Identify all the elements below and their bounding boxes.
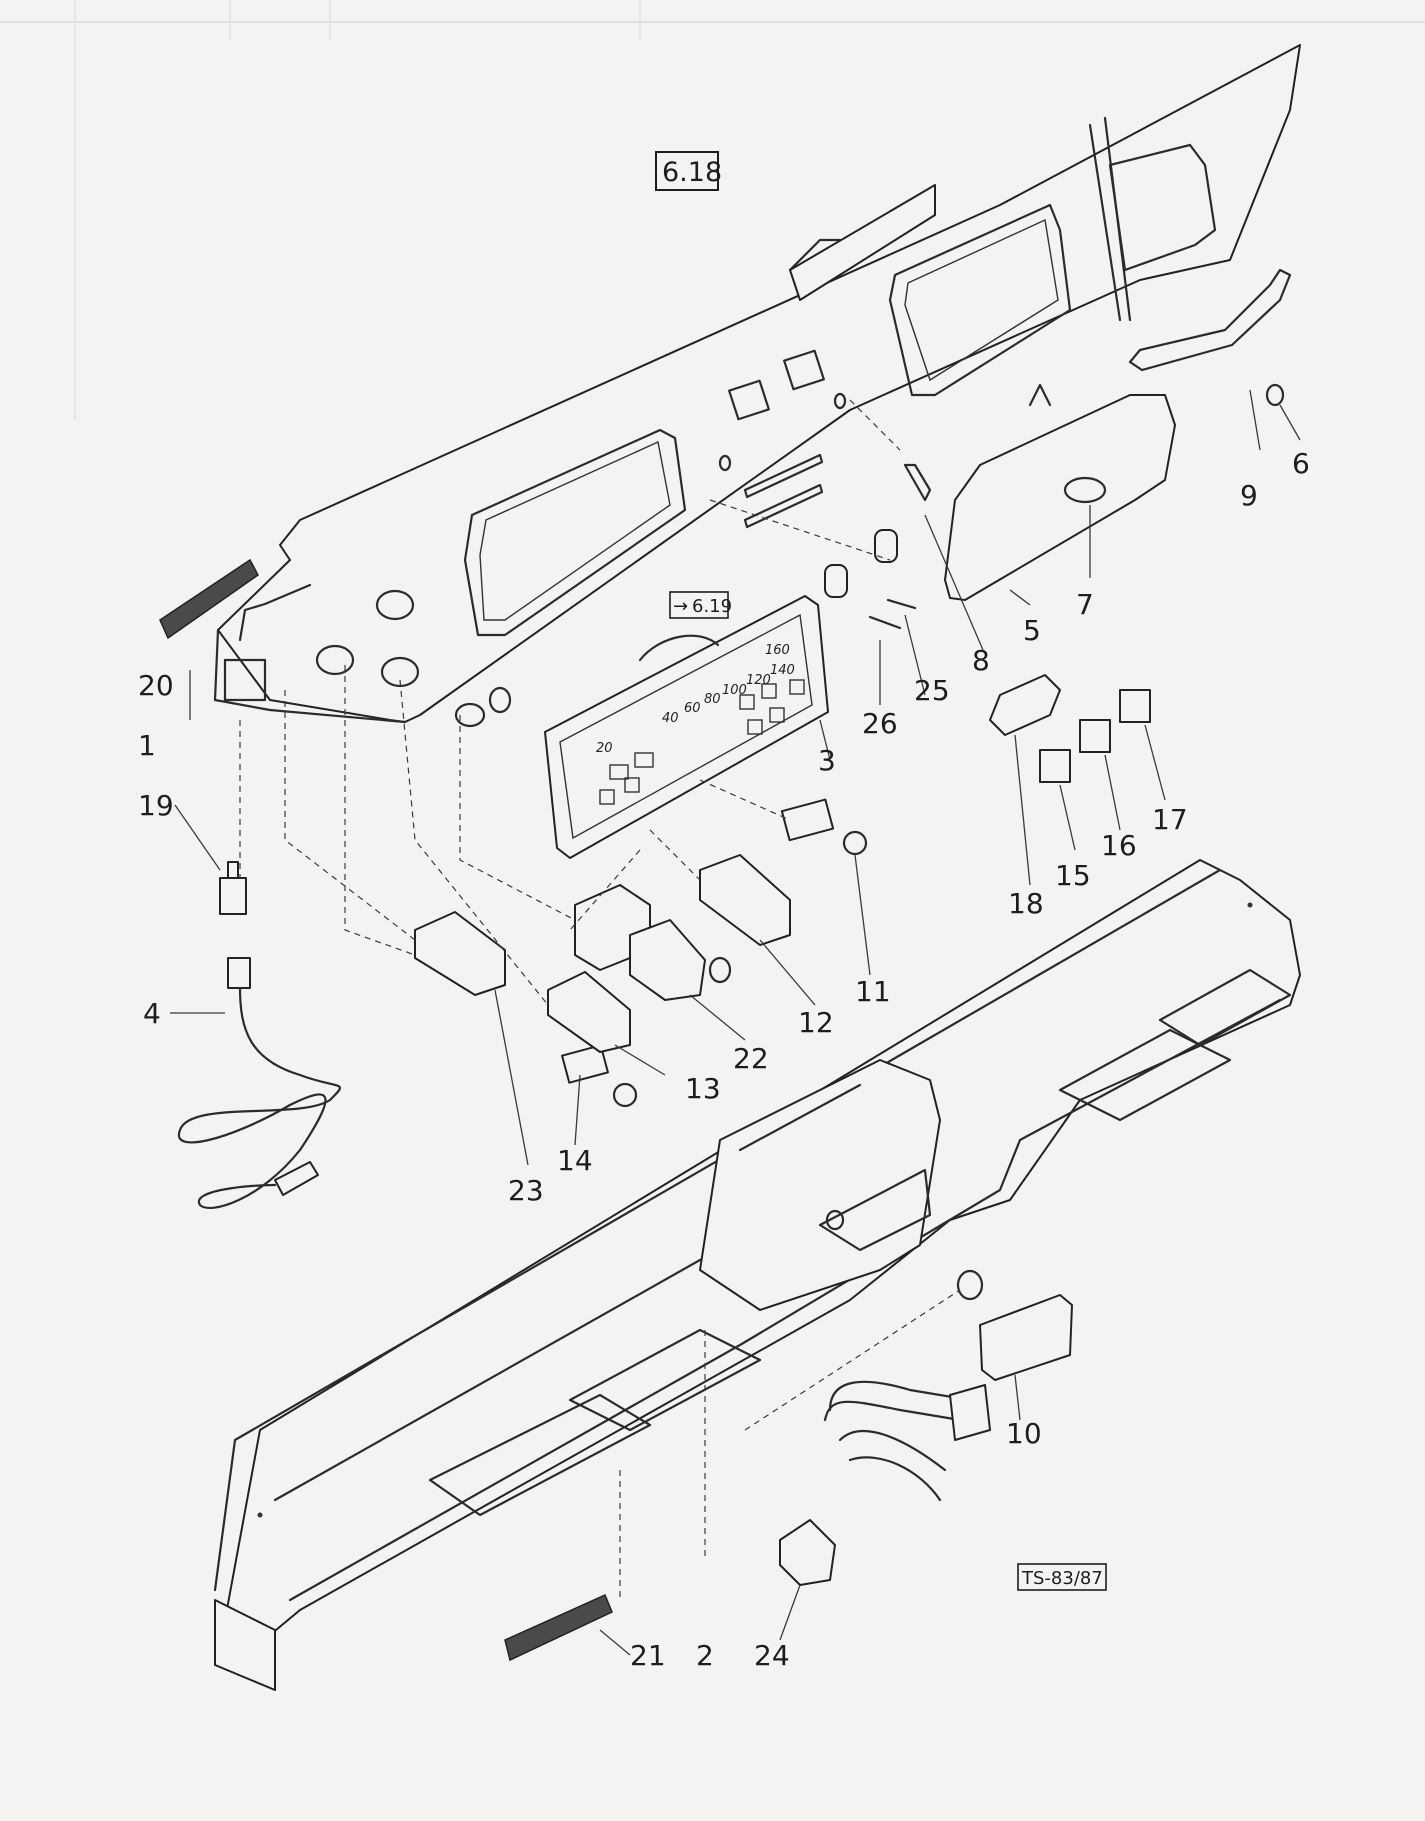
callout-17: 17 bbox=[1152, 803, 1188, 836]
gauge-label-20: 20 bbox=[596, 741, 613, 756]
rotary-switch-part-13 bbox=[547, 971, 631, 1053]
callout-20: 20 bbox=[138, 669, 174, 702]
cross-ref-box: → 6.19 bbox=[669, 591, 732, 619]
gauge-label-160: 160 bbox=[765, 643, 790, 658]
switch-part-17 bbox=[1119, 689, 1151, 723]
trim-strip-part-20 bbox=[159, 558, 259, 640]
rotary-switch-part-22 bbox=[574, 884, 706, 1001]
clip-part-6 bbox=[1265, 383, 1285, 407]
figure-ref-label: 6.18 bbox=[662, 157, 722, 188]
assembly-leader-lines bbox=[239, 399, 961, 1600]
switch-part-15 bbox=[1039, 749, 1071, 783]
callout-13: 13 bbox=[685, 1072, 721, 1105]
callout-21: 21 bbox=[630, 1639, 666, 1672]
callout-1: 1 bbox=[138, 729, 156, 762]
callout-7: 7 bbox=[1076, 588, 1094, 621]
upper-dash-panel-part-1 bbox=[213, 44, 1301, 728]
figure-ref-box: 6.18 bbox=[655, 151, 722, 191]
callout-2: 2 bbox=[696, 1639, 714, 1672]
callout-numbers: 1 2 3 4 5 6 7 8 9 10 11 12 13 14 15 16 1… bbox=[138, 447, 1310, 1672]
callout-9: 9 bbox=[1240, 479, 1258, 512]
gauge-label-40: 40 bbox=[662, 711, 679, 726]
switch-part-14 bbox=[561, 1044, 638, 1108]
gauge-label-140: 140 bbox=[770, 663, 795, 678]
gauge-label-60: 60 bbox=[684, 701, 701, 716]
rotary-switch-part-12 bbox=[699, 854, 791, 984]
screw-part-26 bbox=[868, 615, 902, 630]
wiring-harness-part-24 bbox=[779, 1380, 991, 1586]
drawing-code-box: TS-83/87 bbox=[1017, 1563, 1107, 1591]
arrow-icon: → bbox=[673, 596, 688, 617]
switch-part-16 bbox=[1079, 719, 1111, 753]
spring-part-8 bbox=[903, 463, 932, 502]
sender-part-19 bbox=[219, 861, 247, 915]
hinge-left bbox=[874, 529, 898, 563]
callout-18: 18 bbox=[1008, 887, 1044, 920]
screw-part-25 bbox=[886, 598, 917, 610]
switch-frame-part-18 bbox=[989, 674, 1061, 736]
gauge-label-80: 80 bbox=[704, 692, 721, 707]
callout-3: 3 bbox=[818, 744, 836, 777]
rotary-switch-part-23 bbox=[414, 911, 506, 996]
grab-handle-part-9 bbox=[1128, 268, 1292, 372]
gauge-label-100: 100 bbox=[722, 683, 747, 698]
bleed-through-lines bbox=[0, 0, 1425, 420]
drawing-code-label: TS-83/87 bbox=[1021, 1568, 1103, 1589]
gauge-label-120: 120 bbox=[746, 673, 771, 688]
cable-part-4 bbox=[177, 957, 341, 1209]
lower-dash-tray-part-2 bbox=[213, 859, 1301, 1691]
instrument-cluster-part-3: 40 60 80 100 120 140 160 20 bbox=[544, 595, 829, 859]
callout-15: 15 bbox=[1055, 859, 1091, 892]
callout-25: 25 bbox=[914, 674, 950, 707]
callout-leader-lines bbox=[170, 389, 1301, 1656]
callout-23: 23 bbox=[508, 1174, 544, 1207]
hinge-right bbox=[824, 564, 848, 598]
callout-12: 12 bbox=[798, 1006, 834, 1039]
switch-part-11 bbox=[780, 798, 868, 856]
glovebox-lid-part-5 bbox=[944, 383, 1176, 601]
callout-10: 10 bbox=[1006, 1417, 1042, 1450]
callout-8: 8 bbox=[972, 644, 990, 677]
callout-4: 4 bbox=[143, 997, 161, 1030]
callout-6: 6 bbox=[1292, 447, 1310, 480]
trim-strip-part-21 bbox=[504, 1593, 613, 1662]
callout-19: 19 bbox=[138, 789, 174, 822]
callout-22: 22 bbox=[733, 1042, 769, 1075]
callout-24: 24 bbox=[754, 1639, 790, 1672]
cross-ref-label: 6.19 bbox=[692, 596, 732, 617]
callout-26: 26 bbox=[862, 707, 898, 740]
callout-16: 16 bbox=[1101, 829, 1137, 862]
switch-part-10 bbox=[956, 1269, 1073, 1381]
callout-14: 14 bbox=[557, 1144, 593, 1177]
callout-11: 11 bbox=[855, 975, 891, 1008]
callout-5: 5 bbox=[1023, 614, 1041, 647]
